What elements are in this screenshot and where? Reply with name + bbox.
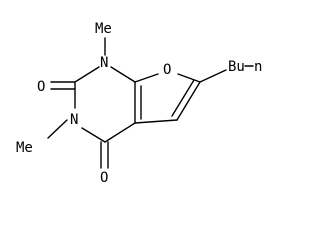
bond-n3-c4	[81, 127, 106, 143]
label-carbonyl-o4: O	[100, 170, 108, 186]
bond-c6-c5-b	[171, 79, 195, 117]
bond-c6-c5-a	[176, 81, 201, 121]
bond-c7a-o	[134, 73, 159, 83]
atom-labels: Me N O Bu n O N Me O	[16, 21, 262, 186]
label-n1: N	[100, 55, 108, 71]
bond-n1-c2	[74, 66, 100, 83]
label-butyl-suffix: n	[254, 59, 262, 75]
bond-c6-butyl	[199, 69, 227, 83]
label-n3: N	[70, 112, 78, 128]
label-methyl-n1: Me	[95, 21, 112, 37]
structure-canvas: Me N O Bu n O N Me O	[16, 21, 262, 186]
label-ring-oxygen: O	[163, 62, 171, 78]
bond-c4-c4a	[104, 122, 136, 143]
structural-formula: Me N O Bu n O N Me O	[16, 21, 262, 186]
bond-n1-c7a	[110, 66, 136, 83]
label-carbonyl-o2: O	[37, 79, 45, 95]
bond-n3-methyl	[47, 119, 68, 139]
label-butyl: Bu	[228, 59, 245, 75]
bond-o-c6	[177, 73, 201, 83]
bonds	[47, 37, 227, 169]
label-methyl-n3: Me	[16, 140, 33, 156]
bond-c5-c4a	[134, 119, 178, 124]
